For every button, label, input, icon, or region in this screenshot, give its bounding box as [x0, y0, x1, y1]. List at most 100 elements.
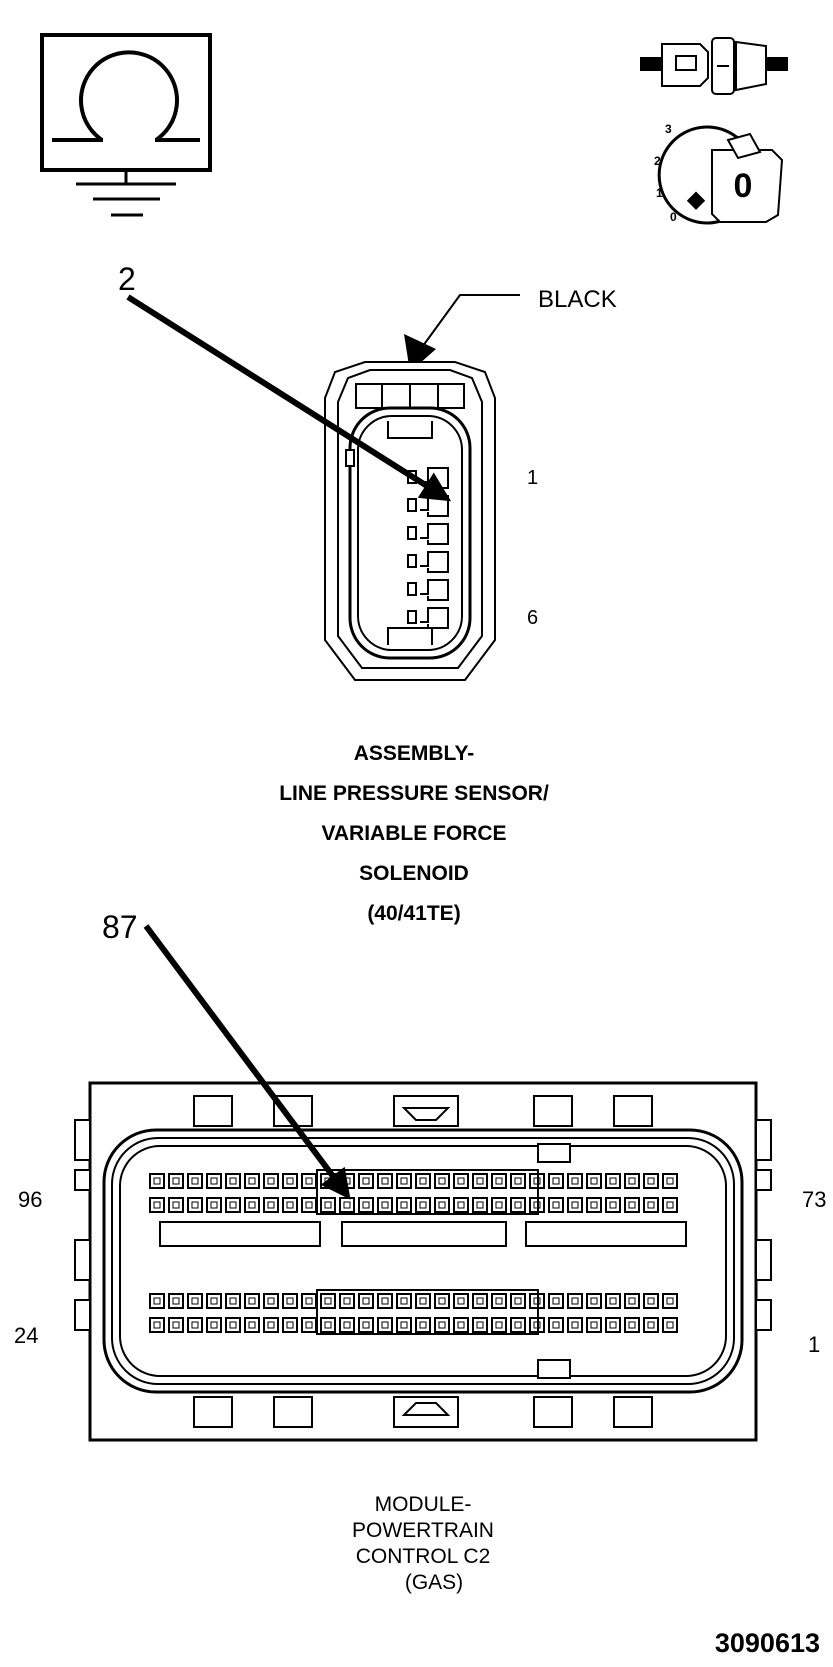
connector-color-label: BLACK — [538, 286, 617, 313]
upper-connector-title: ASSEMBLY- LINE PRESSURE SENSOR/ VARIABLE… — [279, 742, 549, 925]
pcm-pin-cavity — [377, 1293, 393, 1309]
pcm-pin-cavity — [510, 1173, 526, 1189]
pin-label-24: 24 — [14, 1323, 38, 1348]
pcm-pin-cavity — [282, 1293, 298, 1309]
pcm-pin-cavity — [339, 1197, 355, 1213]
pcm-pin-cavity — [434, 1173, 450, 1189]
pcm-pin-cavity — [643, 1293, 659, 1309]
pcm-pin-cavity — [586, 1173, 602, 1189]
pcm-pin-cavity — [339, 1293, 355, 1309]
pcm-pin-cavity — [453, 1197, 469, 1213]
ignition-key-label: 0 — [734, 167, 753, 205]
pcm-pin-cavity — [377, 1317, 393, 1333]
pcm-pin-cavity — [567, 1317, 583, 1333]
pcm-pin-cavity — [624, 1197, 640, 1213]
pcm-pin-cavity — [225, 1293, 241, 1309]
pcm-pin-cavity — [434, 1293, 450, 1309]
ignition-position-3: 3 — [665, 122, 672, 136]
line-pressure-connector — [324, 361, 496, 681]
pcm-pin-cavity — [339, 1317, 355, 1333]
pcm-pin-cavity — [491, 1197, 507, 1213]
pcm-pin-cavity — [396, 1317, 412, 1333]
pcm-pin-cavity — [358, 1317, 374, 1333]
pcm-pin-cavity — [662, 1317, 678, 1333]
lower-title-line-4: (GAS) — [405, 1571, 463, 1594]
pcm-pin-cavity — [377, 1197, 393, 1213]
pcm-pin-cavity — [491, 1293, 507, 1309]
upper-pin-cavity — [407, 579, 449, 601]
upper-pin-label-first: 1 — [527, 467, 538, 489]
pcm-pin-cavity — [206, 1293, 222, 1309]
ground-ohm-icon — [40, 33, 212, 217]
ignition-position-0: 0 — [670, 210, 677, 224]
lower-callout-arrow — [143, 924, 351, 1200]
pcm-pin-cavity — [282, 1197, 298, 1213]
pcm-pin-cavity — [282, 1317, 298, 1333]
pcm-pin-cavity — [415, 1293, 431, 1309]
pcm-pin-cavity — [320, 1293, 336, 1309]
pcm-pin-cavity — [491, 1173, 507, 1189]
pcm-pin-cavity — [662, 1293, 678, 1309]
pcm-pin-cavity — [282, 1173, 298, 1189]
pcm-pin-cavity — [244, 1293, 260, 1309]
pcm-pin-cavity — [149, 1173, 165, 1189]
pcm-pin-cavity — [453, 1293, 469, 1309]
pcm-c2-connector — [74, 1081, 772, 1442]
upper-callout-arrow — [126, 294, 452, 502]
pcm-pin-cavity — [263, 1293, 279, 1309]
upper-title-line-2: LINE PRESSURE SENSOR/ — [279, 782, 549, 805]
pin-label-73: 73 — [802, 1187, 826, 1212]
pcm-pin-cavity — [149, 1293, 165, 1309]
pcm-pin-cavity — [206, 1197, 222, 1213]
pcm-pin-cavity — [396, 1197, 412, 1213]
pcm-pin-cavity — [643, 1173, 659, 1189]
pcm-pin-cavity — [301, 1317, 317, 1333]
pcm-pin-cavity — [453, 1317, 469, 1333]
pcm-pin-cavity — [605, 1317, 621, 1333]
pcm-pin-cavity — [605, 1173, 621, 1189]
pcm-pin-cavity — [472, 1293, 488, 1309]
upper-callout-pin: 2 — [118, 261, 136, 297]
pcm-pin-cavity — [548, 1173, 564, 1189]
lower-callout-pin: 87 — [102, 909, 138, 945]
upper-title-line-3: VARIABLE FORCE — [321, 822, 506, 845]
pcm-pin-cavity — [358, 1293, 374, 1309]
pin-label-1: 1 — [808, 1332, 820, 1357]
pcm-pin-cavity — [263, 1197, 279, 1213]
ignition-position-2: 2 — [654, 154, 661, 168]
pcm-pin-cavity — [605, 1293, 621, 1309]
pcm-pin-cavity — [605, 1197, 621, 1213]
pcm-pin-cavity — [396, 1293, 412, 1309]
pcm-pin-cavity — [149, 1197, 165, 1213]
pcm-pin-cavity — [567, 1173, 583, 1189]
pcm-pin-cavity — [624, 1293, 640, 1309]
pcm-pin-cavity — [453, 1173, 469, 1189]
pcm-pin-cavity — [187, 1173, 203, 1189]
lower-title-line-1: MODULE- — [375, 1493, 472, 1516]
pcm-pin-cavity — [472, 1197, 488, 1213]
pcm-pin-cavity — [567, 1197, 583, 1213]
pcm-pin-cavity — [396, 1173, 412, 1189]
pcm-pin-cavity — [662, 1173, 678, 1189]
pcm-pin-cavity — [586, 1293, 602, 1309]
ignition-key-icon: 3 2 1 0 0 — [654, 122, 784, 225]
pcm-pin-cavity — [225, 1173, 241, 1189]
pcm-pin-cavity — [643, 1197, 659, 1213]
pcm-pin-cavity — [187, 1317, 203, 1333]
upper-title-line-4: SOLENOID — [359, 862, 469, 885]
lower-connector-title: MODULE- POWERTRAIN CONTROL C2 (GAS) — [352, 1493, 494, 1594]
upper-title-line-1: ASSEMBLY- — [354, 742, 475, 765]
pcm-pin-cavity — [415, 1317, 431, 1333]
upper-title-line-5: (40/41TE) — [367, 902, 460, 925]
pcm-pin-cavity — [510, 1293, 526, 1309]
pcm-pin-cavity — [244, 1197, 260, 1213]
pcm-pin-cavity — [548, 1197, 564, 1213]
pcm-pin-cavity — [358, 1197, 374, 1213]
pcm-pin-cavity — [510, 1317, 526, 1333]
pcm-pin-cavity — [377, 1173, 393, 1189]
upper-pin-cavity — [407, 523, 449, 545]
lower-title-line-2: POWERTRAIN — [352, 1519, 494, 1542]
pcm-pin-cavity — [320, 1317, 336, 1333]
pcm-pin-cavity — [320, 1197, 336, 1213]
